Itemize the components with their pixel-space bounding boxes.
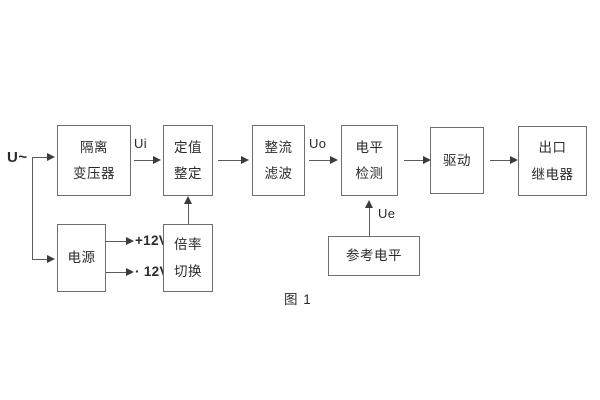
block-output-relay-line-2: 继电器 <box>531 166 574 182</box>
wire-source-bus-vertical <box>32 157 33 260</box>
block-setting-adjust[interactable]: 定值 整定 <box>163 125 213 196</box>
arrowhead-reference-to-level-detect <box>365 200 373 208</box>
arrowhead-level-detect-to-drive <box>423 156 431 164</box>
block-power-supply-line-1: 电源 <box>67 250 96 266</box>
wire-level-detect-to-drive <box>404 160 425 161</box>
wire-rail-positive <box>106 241 128 242</box>
arrowhead-multiplier-to-setting <box>184 196 192 204</box>
arrowhead-rail-negative <box>126 268 134 276</box>
block-isolation-transformer-line-1: 隔离 <box>80 139 108 155</box>
rail-label-negative-12v: · 12V <box>135 264 169 279</box>
block-rectify-filter[interactable]: 整流 滤波 <box>252 125 305 196</box>
wire-multiplier-to-setting <box>188 200 189 224</box>
rail-label-positive-12v: +12V <box>135 233 169 248</box>
wire-bus-to-isolation <box>32 157 49 158</box>
arrowhead-drive-to-output-relay <box>510 156 518 164</box>
wire-rail-negative <box>106 272 128 273</box>
block-level-detect-line-2: 检测 <box>355 166 384 181</box>
arrowhead-rectify-to-level-detect <box>330 156 338 164</box>
block-multiplier-switch-line-2: 切换 <box>174 263 202 279</box>
arrowhead-bus-to-isolation <box>47 153 55 161</box>
wire-bus-to-power-supply <box>32 259 49 260</box>
block-level-detect-line-1: 电平 <box>355 139 384 155</box>
signal-label-ue: Ue <box>378 206 396 221</box>
block-isolation-transformer[interactable]: 隔离 变压器 <box>57 125 131 196</box>
arrowhead-setting-to-rectify <box>241 156 249 164</box>
arrowhead-isolation-to-setting <box>153 156 161 164</box>
block-setting-adjust-line-2: 整定 <box>174 166 202 181</box>
arrowhead-bus-to-power-supply <box>47 255 55 263</box>
block-rectify-filter-line-1: 整流 <box>264 139 293 155</box>
block-rectify-filter-line-2: 滤波 <box>264 166 293 181</box>
wire-drive-to-output-relay <box>490 160 512 161</box>
block-reference-level-line-1: 参考电平 <box>346 248 402 264</box>
wire-rectify-to-level-detect <box>309 160 332 161</box>
block-output-relay[interactable]: 出口 继电器 <box>518 126 587 196</box>
block-multiplier-switch-line-1: 倍率 <box>174 237 202 252</box>
block-power-supply[interactable]: 电源 <box>57 224 106 292</box>
block-drive[interactable]: 驱动 <box>430 127 484 194</box>
block-multiplier-switch[interactable]: 倍率 切换 <box>163 224 213 292</box>
wire-setting-to-rectify <box>218 160 243 161</box>
block-level-detect[interactable]: 电平 检测 <box>341 125 398 196</box>
figure-caption: 图 1 <box>284 292 312 307</box>
wire-reference-to-level-detect <box>369 205 370 236</box>
source-label-u-ac: U~ <box>7 149 28 166</box>
block-reference-level[interactable]: 参考电平 <box>328 236 420 276</box>
block-setting-adjust-line-1: 定值 <box>174 139 202 155</box>
arrowhead-rail-positive <box>126 237 134 245</box>
signal-label-uo: Uo <box>309 136 327 151</box>
block-isolation-transformer-line-2: 变压器 <box>73 166 115 181</box>
signal-label-ui: Ui <box>134 136 147 151</box>
wire-isolation-to-setting <box>134 160 155 161</box>
block-output-relay-line-1: 出口 <box>538 140 567 155</box>
block-drive-line-1: 驱动 <box>443 152 471 168</box>
